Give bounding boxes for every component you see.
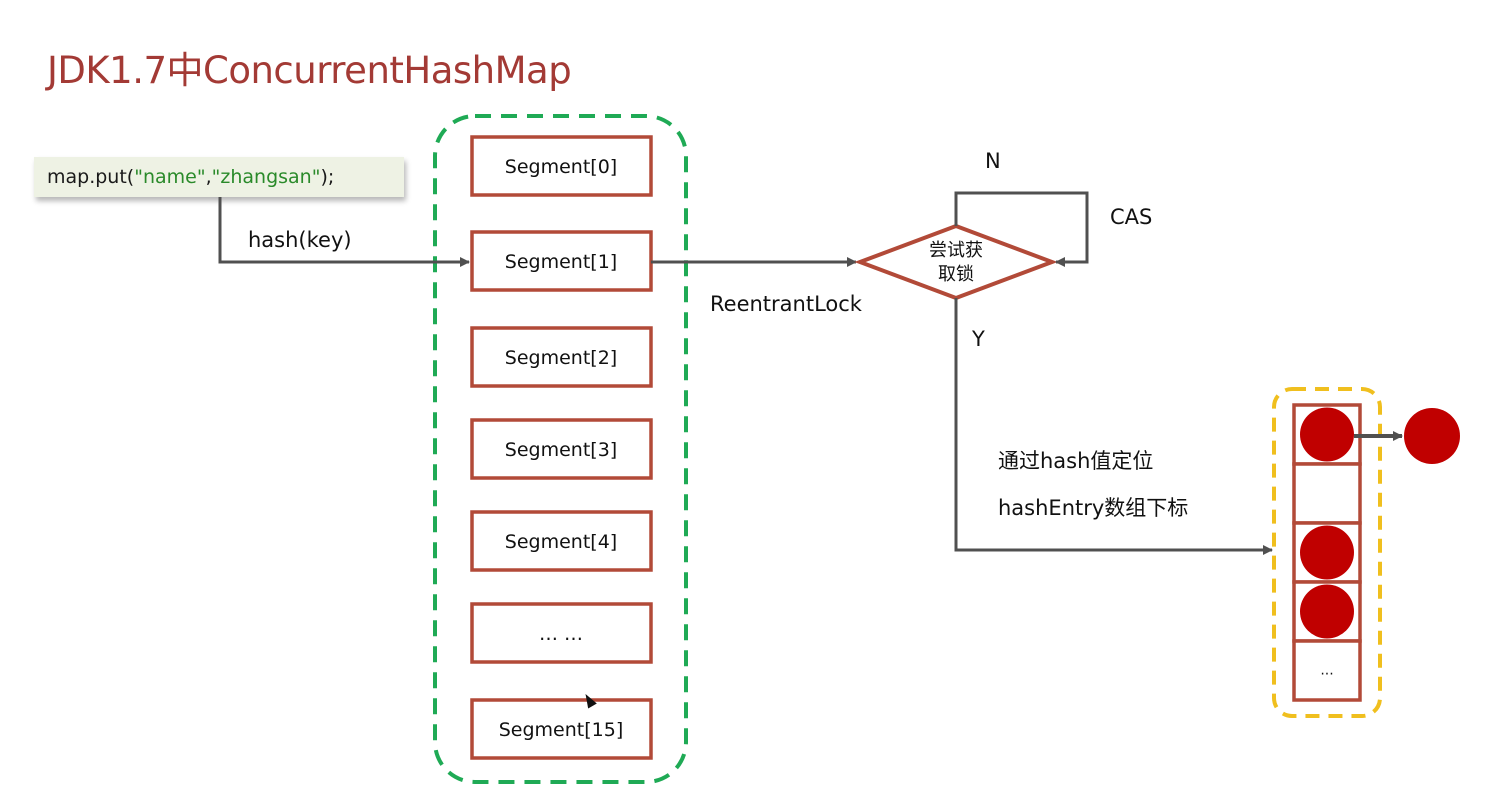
segment-box: [470, 602, 653, 664]
decision-text-line1: 尝试获: [929, 240, 983, 261]
code-snippet: map.put("name","zhangsan");: [34, 157, 404, 197]
segment-box: [470, 418, 653, 480]
segment-box: [470, 230, 653, 292]
segment-label: Segment[2]: [505, 347, 617, 369]
yes-arrow: [954, 298, 1273, 555]
no-label: N: [985, 149, 1001, 173]
segment-label: Segment[0]: [505, 156, 617, 178]
reentrant-lock-label: ReentrantLock: [710, 292, 862, 316]
segment-box: [470, 510, 653, 572]
hash-arrow: [218, 197, 470, 267]
page-title: JDK1.7中ConcurrentHashMap: [47, 49, 572, 92]
segment-label: Segment[15]: [499, 719, 624, 741]
segment-box: [470, 326, 653, 388]
decision-text-line2: 取锁: [938, 264, 974, 285]
linked-node: [1404, 408, 1460, 464]
segment-list: Segment[0] Segment[1] Segment[2] Segment[3]…: [470, 135, 653, 760]
hash-entry-node: [1300, 584, 1354, 639]
locate-label-line2: hashEntry数组下标: [998, 496, 1189, 520]
hash-key-label: hash(key): [248, 228, 352, 252]
hash-entry-container: [1272, 387, 1382, 718]
code-key: "name": [134, 166, 206, 188]
segment-label: Segment[3]: [505, 439, 617, 461]
decision-diamond: [854, 223, 1058, 301]
segment-box: [470, 698, 653, 760]
hash-entry-array: ...: [1292, 403, 1362, 702]
cas-label: CAS: [1110, 205, 1153, 229]
code-sep: ,: [205, 166, 212, 188]
hash-entry-cell: [1292, 639, 1362, 702]
segment-label: Segment[1]: [505, 251, 617, 273]
code-prefix: map.put(: [47, 166, 135, 188]
hash-entry-cell: [1292, 462, 1362, 525]
code-suffix: );: [320, 166, 335, 188]
hash-entry-label: ...: [1320, 663, 1333, 679]
segment-label: … …: [539, 623, 583, 645]
locate-label-line1: 通过hash值定位: [998, 449, 1154, 473]
code-value: "zhangsan": [211, 166, 321, 188]
hash-entry-node: [1300, 525, 1354, 580]
segment-label: Segment[4]: [505, 531, 617, 553]
segment-container: [433, 114, 688, 784]
segment-box: [470, 135, 653, 197]
yes-label: Y: [972, 327, 985, 351]
hash-entry-node: [1300, 407, 1354, 462]
cas-loop-arrow: [954, 191, 1089, 267]
